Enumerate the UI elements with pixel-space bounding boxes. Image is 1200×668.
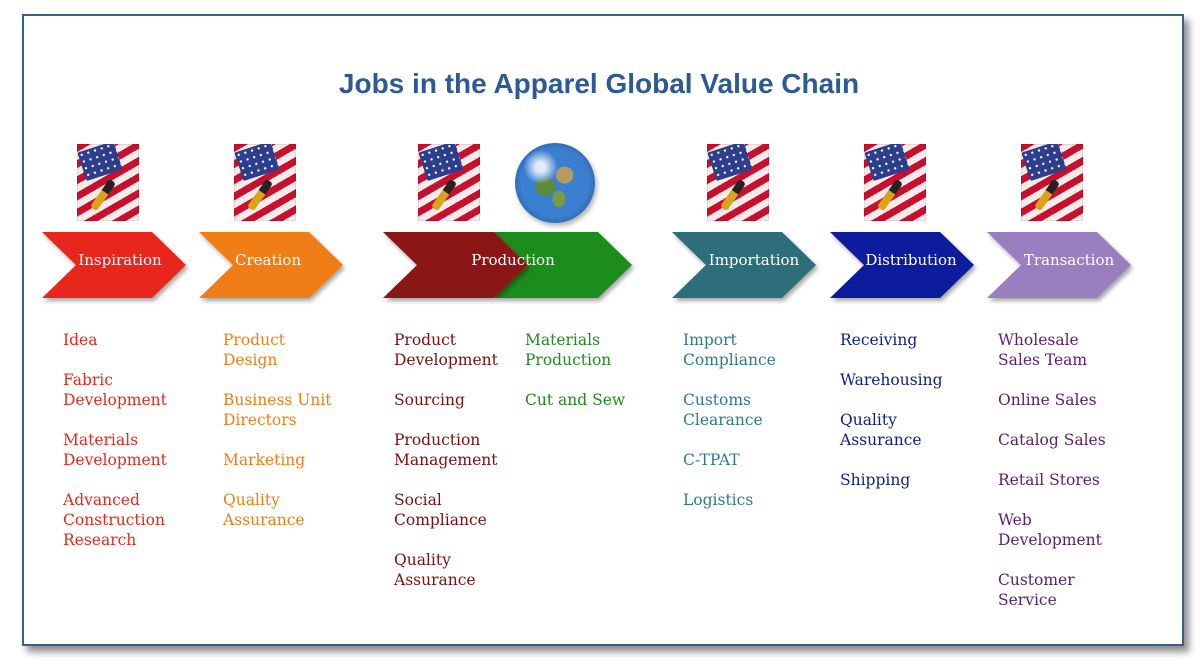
stage-label-creation: Creation [235,251,301,269]
jobs-production-domestic: Product Development Sourcing Production … [394,330,498,610]
job-item: Business Unit Directors [223,391,332,429]
chevron-distribution [830,232,974,298]
jobs-distribution: Receiving Warehousing Quality Assurance … [840,330,943,510]
job-item: Materials Production [525,331,612,369]
job-item: Quality Assurance [840,411,922,449]
globe-icon [515,143,595,223]
jobs-transaction: Wholesale Sales Team Online Sales Catalo… [998,330,1106,630]
job-item: Quality Assurance [223,491,305,529]
job-item: Product Design [223,331,285,369]
chevron-inspiration [42,232,186,298]
stage-label-transaction: Transaction [1023,251,1115,269]
us-flag-icon [1021,144,1083,221]
stage-label-production: Production [471,251,555,269]
jobs-creation: Product Design Business Unit Directors M… [223,330,332,550]
job-item: Import Compliance [683,331,776,369]
job-item: Advanced Construction Research [63,491,165,549]
job-item: Retail Stores [998,471,1100,489]
chevron-creation [199,232,343,298]
jobs-importation: Import Compliance Customs Clearance C-TP… [683,330,776,530]
us-flag-icon [77,144,139,221]
job-item: Shipping [840,471,911,489]
job-item: Sourcing [394,391,465,409]
job-item: Idea [63,331,98,349]
job-item: Fabric Development [63,371,167,409]
job-item: Marketing [223,451,306,469]
jobs-inspiration: Idea Fabric Development Materials Develo… [63,330,167,570]
job-item: Web Development [998,511,1102,549]
job-item: Wholesale Sales Team [998,331,1088,369]
us-flag-icon [234,144,296,221]
stage-label-distribution: Distribution [865,251,957,269]
job-item: Production Management [394,431,498,469]
job-item: Social Compliance [394,491,487,529]
chevron-production-global [494,232,632,298]
us-flag-icon [707,144,769,221]
jobs-production-global: Materials Production Cut and Sew [525,330,625,430]
job-item: Receiving [840,331,918,349]
stage-label-importation: Importation [708,251,800,269]
job-item: Customer Service [998,571,1075,609]
diagram-frame: Jobs in the Apparel Global Value Chain [22,14,1184,646]
chevron-importation [672,232,816,298]
stage-label-inspiration: Inspiration [78,251,162,269]
chevron-transaction [987,232,1131,298]
job-item: Online Sales [998,391,1097,409]
job-item: Logistics [683,491,754,509]
us-flag-icon [864,144,926,221]
diagram-title: Jobs in the Apparel Global Value Chain [338,68,860,99]
job-item: C-TPAT [683,451,740,469]
us-flag-icon [418,144,480,221]
job-item: Product Development [394,331,498,369]
job-item: Materials Development [63,431,167,469]
chevron-production-domestic [383,232,528,298]
job-item: Customs Clearance [683,391,763,429]
job-item: Warehousing [840,371,943,389]
job-item: Quality Assurance [394,551,476,589]
job-item: Catalog Sales [998,431,1106,449]
job-item: Cut and Sew [525,391,626,409]
